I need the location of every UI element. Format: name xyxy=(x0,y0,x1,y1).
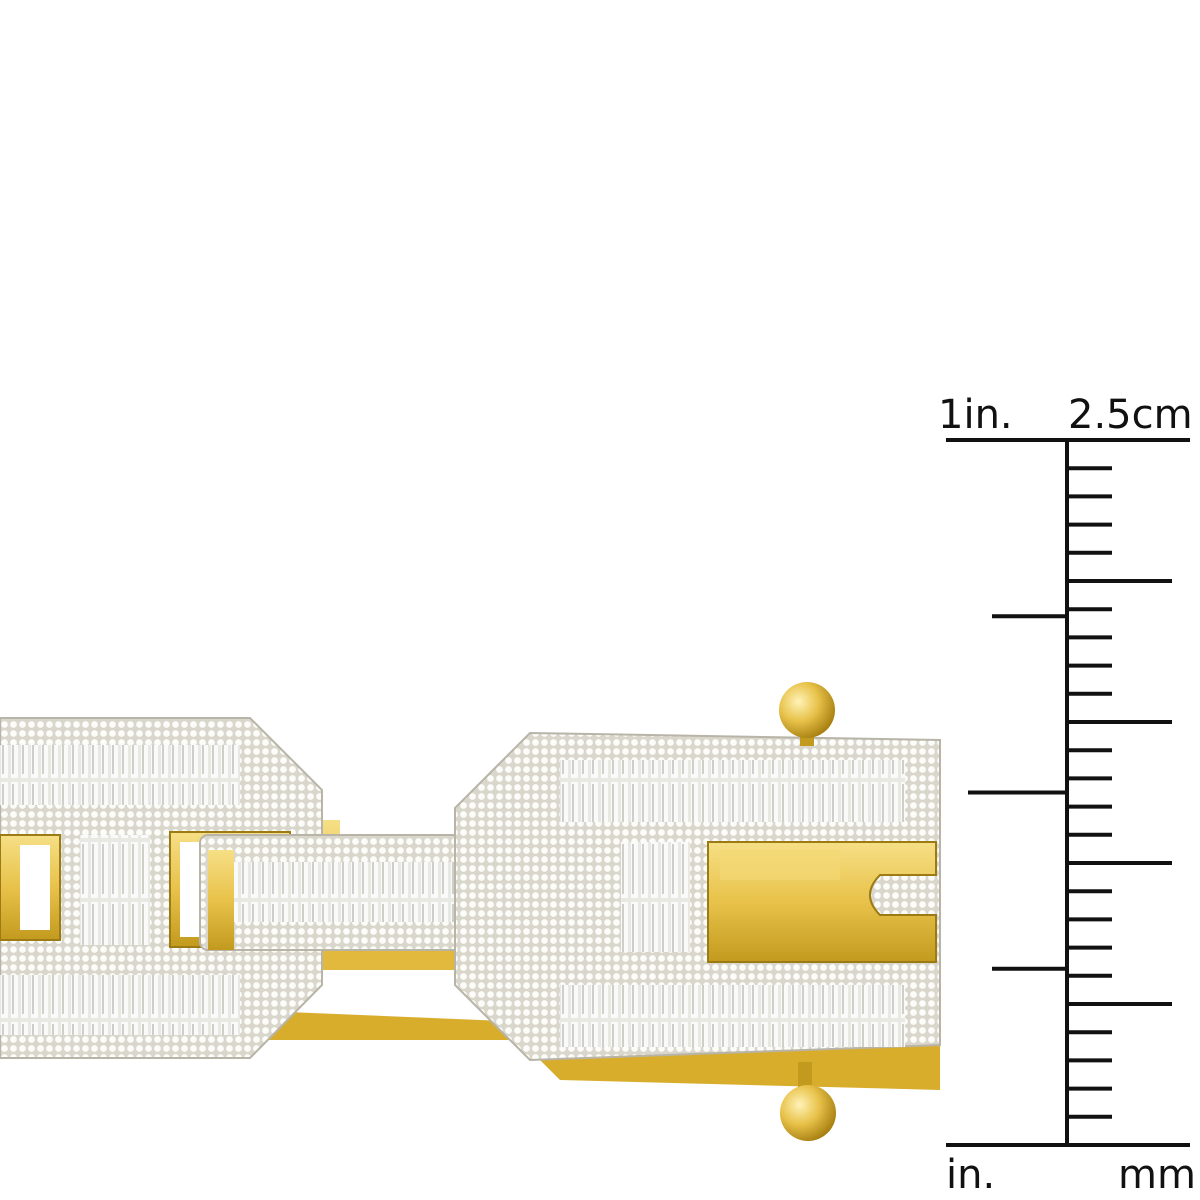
cm-label-top: 2.5cm xyxy=(1068,392,1193,438)
inch-label-bottom: in. xyxy=(946,1152,995,1198)
right-link xyxy=(454,731,941,1062)
mm-ticks xyxy=(1067,466,1172,1119)
bracelet-icon xyxy=(0,682,941,1141)
left-link xyxy=(0,717,323,1059)
inch-ticks xyxy=(968,614,1067,971)
inch-label-top: 1in. xyxy=(938,392,1013,438)
clasp-icon xyxy=(707,682,937,1141)
measurement-ruler: 1in. 2.5cm in. mm xyxy=(938,392,1196,1198)
mm-label-bottom: mm xyxy=(1118,1152,1196,1198)
